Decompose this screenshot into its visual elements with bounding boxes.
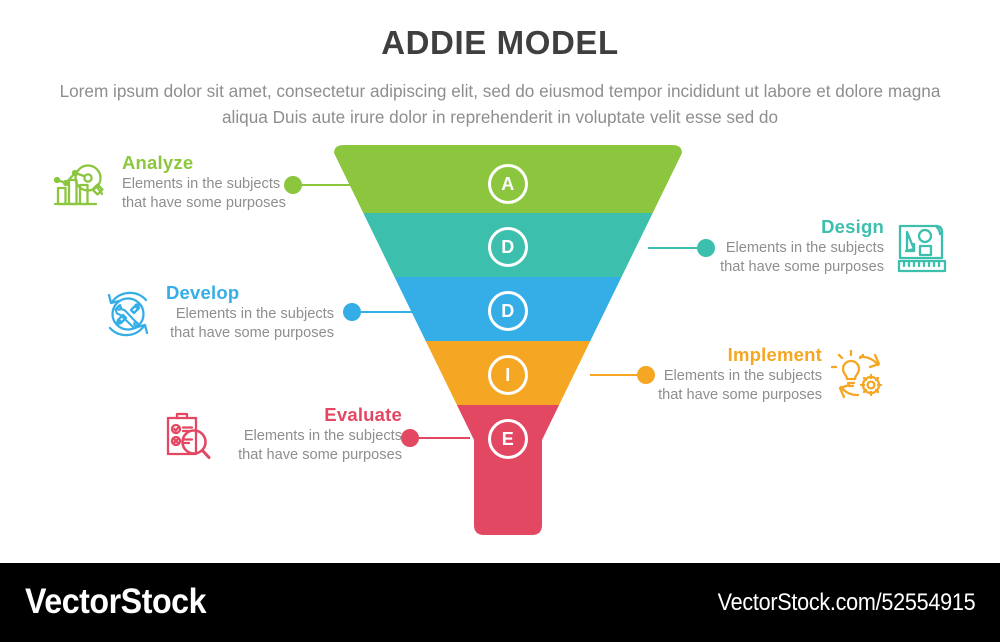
stage-label-develop: Develop — [166, 282, 240, 303]
lightbulb-gear-cycle-icon — [830, 347, 888, 405]
stage-item-evaluate[interactable]: Evaluate Elements in the subjects that h… — [158, 404, 402, 465]
connector-line-evaluate — [418, 437, 470, 439]
funnel-diagram: A D D I E — [326, 145, 690, 535]
stage-text-design: Design Elements in the subjects that hav… — [716, 216, 884, 277]
stage-item-implement[interactable]: Implement Elements in the subjects that … — [650, 344, 883, 405]
wrench-screwdriver-cycle-icon — [100, 286, 156, 342]
stage-badge-design: D — [488, 227, 528, 267]
connector-dot-analyze — [284, 176, 302, 194]
stage-text-evaluate: Evaluate Elements in the subjects that h… — [230, 404, 402, 465]
stage-label-design: Design — [821, 216, 884, 237]
stage-text-implement: Implement Elements in the subjects that … — [650, 344, 822, 405]
stage-item-develop[interactable]: Develop Elements in the subjects that ha… — [100, 282, 334, 343]
stage-badge-analyze: A — [488, 164, 528, 204]
stage-text-analyze: Analyze Elements in the subjects that ha… — [122, 152, 286, 213]
header: ADDIE MODEL Lorem ipsum dolor sit amet, … — [0, 0, 1000, 135]
footer-brand: VectorStock — [25, 582, 207, 621]
stage-badge-evaluate: E — [488, 419, 528, 459]
stage-description-implement: Elements in the subjects that have some … — [658, 368, 822, 403]
stage-description-develop: Elements in the subjects that have some … — [170, 306, 334, 341]
stage-description-analyze: Elements in the subjects that have some … — [122, 176, 286, 211]
blueprint-ruler-icon — [894, 220, 950, 276]
connector-dot-implement — [637, 366, 655, 384]
stage-label-evaluate: Evaluate — [324, 404, 402, 425]
stage-item-analyze[interactable]: Analyze Elements in the subjects that ha… — [52, 152, 286, 213]
connector-dot-evaluate — [401, 429, 419, 447]
stage-description-evaluate: Elements in the subjects that have some … — [238, 428, 402, 463]
stage-description-design: Elements in the subjects that have some … — [720, 240, 884, 275]
stage-item-design[interactable]: Design Elements in the subjects that hav… — [716, 216, 947, 277]
connector-dot-design — [697, 239, 715, 257]
stage-label-implement: Implement — [727, 344, 822, 365]
connector-line-design — [648, 247, 706, 249]
stage-text-develop: Develop Elements in the subjects that ha… — [166, 282, 334, 343]
connector-line-develop — [360, 311, 414, 313]
clipboard-checklist-magnifier-icon — [158, 408, 216, 466]
connector-line-analyze — [300, 184, 360, 186]
stage-label-analyze: Analyze — [122, 152, 194, 173]
footer-bar: VectorStock VectorStock.com/52554915 — [0, 563, 1000, 642]
stage-badge-develop: D — [488, 291, 528, 331]
connector-dot-develop — [343, 303, 361, 321]
connector-line-implement — [590, 374, 646, 376]
page-title: ADDIE MODEL — [381, 24, 619, 61]
page-subtitle: Lorem ipsum dolor sit amet, consectetur … — [59, 81, 941, 127]
footer-url: VectorStock.com/52554915 — [717, 589, 975, 616]
bar-chart-magnifier-icon — [52, 158, 106, 212]
stage-badge-implement: I — [488, 355, 528, 395]
